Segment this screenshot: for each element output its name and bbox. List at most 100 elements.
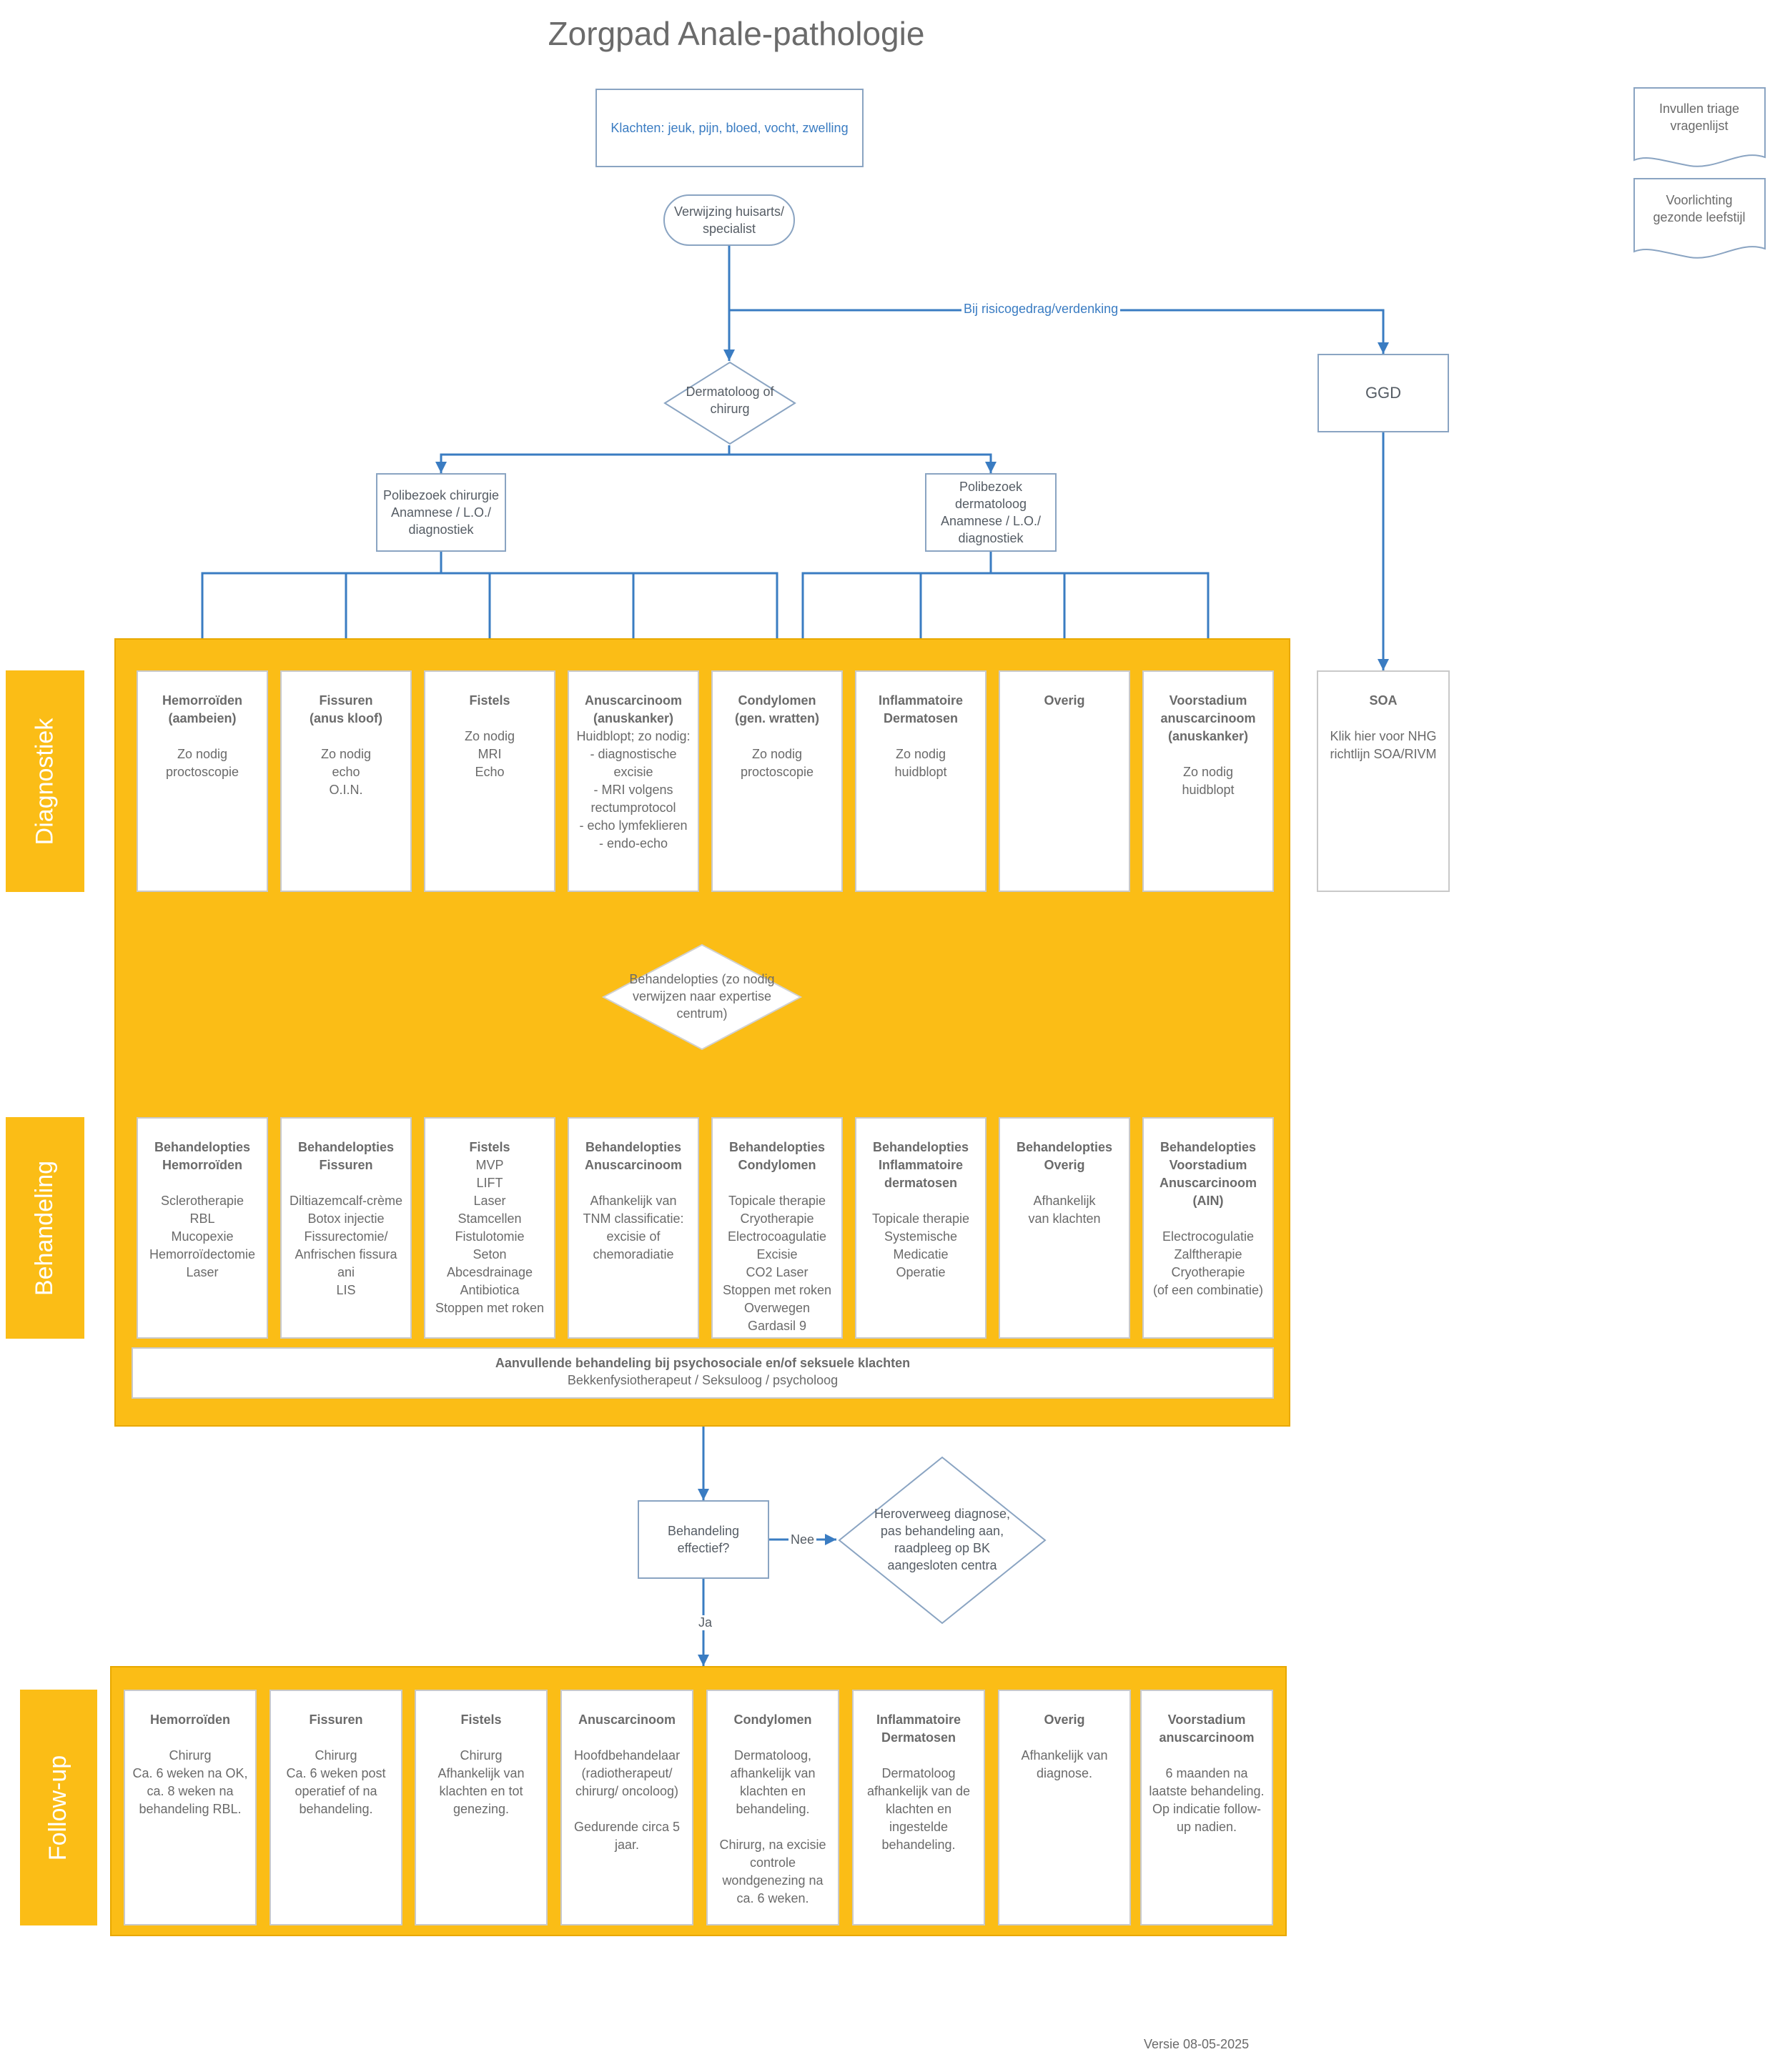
behandeling-card-text: Overwegen xyxy=(743,1301,811,1315)
behandeling-card-text: chemoradiatie xyxy=(593,1247,674,1261)
arrow-head xyxy=(698,1489,709,1500)
poli-chirurgie-box[interactable]: Polibezoek chirurgie Anamnese / L.O./ di… xyxy=(376,473,506,552)
behandeling-card-text: Laser xyxy=(186,1265,219,1279)
soa-card[interactable]: SOA Klik hier voor NHG richtlijn SOA/RIV… xyxy=(1317,670,1450,892)
diagnostiek-card-text: O.I.N. xyxy=(329,783,363,797)
followup-card-text: Chirurg xyxy=(460,1748,503,1763)
followup-card-text: behandeling RBL. xyxy=(139,1802,242,1816)
diagnostiek-card-text: echo xyxy=(332,765,360,779)
soa-link-line-2[interactable]: richtlijn SOA/RIVM xyxy=(1330,747,1437,761)
followup-card-text: behandeling. xyxy=(881,1838,956,1852)
phase-label-diagnostiek: Diagnostiek xyxy=(31,718,59,845)
behandeling-card-text: Seton xyxy=(473,1247,507,1261)
aanvullend-heading: Aanvullende behandeling bij psychosocial… xyxy=(495,1356,911,1370)
poli-derm-line-3: Anamnese / L.O./ xyxy=(940,514,1042,528)
followup-card-heading: Voorstadium xyxy=(1167,1712,1246,1727)
behandeling-card-text: Medicatie xyxy=(893,1247,949,1261)
diagnostiek-card[interactable]: Anuscarcinoom(anuskanker)Huidblopt; zo n… xyxy=(568,670,699,892)
specialist-line-1: Dermatoloog of xyxy=(686,385,774,399)
treatment-decision[interactable]: Behandelopties (zo nodig verwijzen naar … xyxy=(616,971,788,1022)
diagnostiek-card[interactable]: Overig xyxy=(999,670,1130,892)
effectief-decision[interactable]: Behandeling effectief? xyxy=(638,1500,769,1579)
behandeling-card-heading: Anuscarcinoom xyxy=(1159,1176,1257,1190)
arrow-head xyxy=(1378,659,1389,670)
triage-document[interactable]: Invullen triage vragenlijst xyxy=(1634,100,1764,134)
poli-dermatoloog-box[interactable]: Polibezoek dermatoloog Anamnese / L.O./ … xyxy=(925,473,1057,552)
behandeling-card-text: Fistulotomie xyxy=(455,1229,525,1244)
behandeling-card-text: Zalftherapie xyxy=(1174,1247,1242,1261)
behandeling-card-heading: Fistels xyxy=(469,1140,510,1154)
behandeling-card-text: Systemische xyxy=(884,1229,958,1244)
complaints-text: Klachten: jeuk, pijn, bloed, vocht, zwel… xyxy=(610,121,849,135)
behandeling-card-text: Laser xyxy=(473,1194,506,1208)
diagnostiek-card-text: rectumprotocol xyxy=(590,800,676,815)
aanvullende-behandeling[interactable]: Aanvullende behandeling bij psychosocial… xyxy=(132,1347,1274,1399)
behandeling-card-text: RBL xyxy=(189,1211,215,1226)
specialist-line-2: chirurg xyxy=(710,402,750,416)
behandeling-card-text: Mucopexie xyxy=(171,1229,234,1244)
diagnostiek-card-heading: (aambeien) xyxy=(168,711,237,725)
behandeling-card-heading: Behandelopties xyxy=(728,1140,826,1154)
behandeling-card-heading: Behandelopties xyxy=(1016,1140,1113,1154)
specialist-decision[interactable]: Dermatoloog of chirurg xyxy=(676,383,783,417)
arrow-head xyxy=(698,1655,709,1666)
diagnostiek-card-heading: Voorstadium xyxy=(1169,693,1247,708)
phase-label-behandeling: Behandeling xyxy=(31,1160,59,1296)
followup-card-text: up nadien. xyxy=(1176,1820,1237,1834)
leefstijl-document[interactable]: Voorlichting gezonde leefstijl xyxy=(1634,192,1764,226)
diagnostiek-card-text: Zo nodig xyxy=(464,729,515,743)
behandeling-card-heading: Behandelopties xyxy=(297,1140,395,1154)
behandeling-card-heading: Hemorroïden xyxy=(162,1158,243,1172)
followup-card-heading: Fistels xyxy=(460,1712,502,1727)
side-documents xyxy=(1633,87,1766,259)
complaints-box[interactable]: Klachten: jeuk, pijn, bloed, vocht, zwel… xyxy=(595,89,864,167)
behandeling-card-text: Sclerotherapie xyxy=(160,1194,244,1208)
followup-card-text: klachten en xyxy=(739,1784,806,1798)
connector-to-poli-chirurgie xyxy=(440,445,731,473)
followup-card-text: Ca. 6 weken post xyxy=(286,1766,386,1780)
behandeling-card-text: Fissurectomie/ xyxy=(304,1229,388,1244)
diagnostiek-card-heading: Fissuren xyxy=(319,693,373,708)
referral-terminator[interactable]: Verwijzing huisarts/ specialist xyxy=(663,194,795,246)
heroverweeg-decision[interactable]: Heroverweeg diagnose, pas behandeling aa… xyxy=(862,1505,1022,1574)
connector-chirurgie-condylomen xyxy=(633,572,778,670)
behandeling-card-heading: (AIN) xyxy=(1192,1194,1224,1208)
ggd-box[interactable]: GGD xyxy=(1317,354,1449,432)
followup-card-text: diagnose. xyxy=(1036,1766,1093,1780)
effectief-line-2: effectief? xyxy=(677,1541,730,1555)
soa-link-line-1[interactable]: Klik hier voor NHG xyxy=(1330,729,1437,743)
followup-card-text: Chirurg xyxy=(315,1748,357,1763)
connector-to-ggd xyxy=(729,309,1385,354)
followup-card-text xyxy=(711,1818,835,1836)
leefstijl-line-1: Voorlichting xyxy=(1666,193,1733,207)
followup-card-text: Dermatoloog xyxy=(881,1766,956,1780)
behandeling-card-heading: Behandelopties xyxy=(1160,1140,1257,1154)
poli-derm-line-1: Polibezoek xyxy=(959,480,1023,494)
followup-card-heading: anuscarcinoom xyxy=(1159,1730,1255,1745)
phase-tab-diagnostiek: Diagnostiek xyxy=(6,670,84,892)
treatment-line-2: verwijzen naar expertise xyxy=(632,989,772,1003)
heroverweeg-shape xyxy=(838,1456,1047,1625)
